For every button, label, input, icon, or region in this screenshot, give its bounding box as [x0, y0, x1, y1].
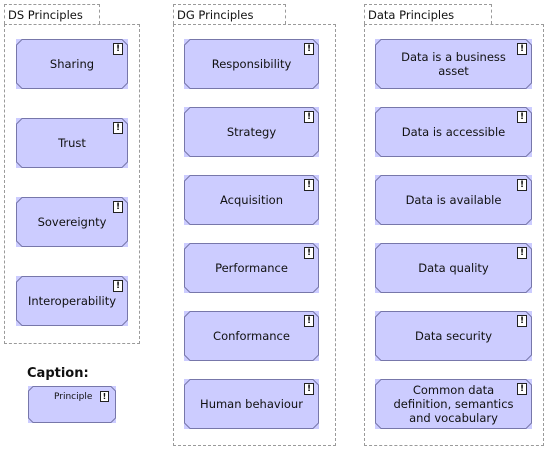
principle-trust[interactable]: Trust ! — [16, 118, 128, 168]
group-title: DS Principles — [4, 4, 100, 24]
principle-shape — [375, 243, 532, 293]
principle-label: Performance — [215, 261, 288, 275]
principle-label: Trust — [58, 136, 86, 150]
principle-human-behaviour[interactable]: Human behaviour ! — [184, 379, 319, 429]
exclamation-box-icon: ! — [304, 43, 314, 55]
exclamation-box-icon: ! — [304, 315, 314, 327]
principle-sovereignty[interactable]: Sovereignty ! — [16, 197, 128, 247]
exclamation-box-icon: ! — [304, 111, 314, 123]
principle-label: Responsibility — [211, 57, 292, 71]
exclamation-box-icon: ! — [304, 247, 314, 259]
caption-title: Caption: — [27, 366, 89, 381]
principle-performance[interactable]: Performance ! — [184, 243, 319, 293]
principle-strategy[interactable]: Strategy ! — [184, 107, 319, 157]
exclamation-box-icon: ! — [113, 280, 123, 292]
group-frame — [4, 24, 140, 344]
principle-data-security[interactable]: Data security ! — [375, 311, 532, 361]
group-frame — [364, 24, 544, 446]
principle-shape — [16, 197, 128, 247]
exclamation-box-icon: ! — [517, 315, 527, 327]
group-data-principles: Data Principles — [364, 4, 544, 446]
principle-shape — [16, 276, 128, 326]
principle-data-business-asset[interactable]: Data is a business asset ! — [375, 39, 532, 89]
group-title: Data Principles — [364, 4, 492, 24]
group-title: DG Principles — [173, 4, 286, 24]
principle-interoperability[interactable]: Interoperability ! — [16, 276, 128, 326]
principle-data-quality[interactable]: Data quality ! — [375, 243, 532, 293]
exclamation-box-icon: ! — [517, 111, 527, 123]
caption-principle-legend: Principle ! — [28, 386, 116, 423]
principle-label: Common data definition, semantics and vo… — [393, 383, 514, 425]
principle-shape — [375, 107, 532, 157]
principle-conformance[interactable]: Conformance ! — [184, 311, 319, 361]
principle-label: Sharing — [49, 57, 95, 71]
principle-shape — [184, 175, 319, 225]
exclamation-box-icon: ! — [113, 201, 123, 213]
principle-shape — [375, 311, 532, 361]
principle-label: Data security — [414, 329, 493, 343]
principle-label: Data quality — [418, 261, 489, 275]
principle-responsibility[interactable]: Responsibility ! — [184, 39, 319, 89]
exclamation-box-icon: ! — [517, 383, 527, 395]
principle-shape — [375, 379, 532, 429]
principle-shape — [375, 39, 532, 89]
principle-label: Strategy — [226, 125, 277, 139]
group-ds-principles: DS Principles — [4, 4, 140, 344]
principle-common-data-definition[interactable]: Common data definition, semantics and vo… — [375, 379, 532, 429]
principle-label: Interoperability — [27, 294, 117, 308]
principle-shape — [184, 39, 319, 89]
principle-label: Data is accessible — [401, 125, 506, 139]
principle-data-accessible[interactable]: Data is accessible ! — [375, 107, 532, 157]
principle-shape — [16, 39, 128, 89]
caption-label: Principle — [54, 392, 93, 402]
principle-label: Acquisition — [220, 193, 283, 207]
exclamation-box-icon: ! — [304, 179, 314, 191]
group-frame — [173, 24, 336, 446]
exclamation-box-icon: ! — [517, 179, 527, 191]
principle-shape — [184, 311, 319, 361]
principle-shape — [184, 107, 319, 157]
principle-label: Human behaviour — [200, 397, 303, 411]
principle-label: Data is a business asset — [401, 50, 506, 78]
principle-shape — [28, 386, 116, 423]
principle-shape — [375, 175, 532, 225]
principle-sharing[interactable]: Sharing ! — [16, 39, 128, 89]
principle-shape — [16, 118, 128, 168]
principle-label: Data is available — [405, 193, 502, 207]
principle-acquisition[interactable]: Acquisition ! — [184, 175, 319, 225]
exclamation-box-icon: ! — [100, 391, 109, 402]
principle-shape — [184, 243, 319, 293]
group-dg-principles: DG Principles — [173, 4, 336, 446]
exclamation-box-icon: ! — [517, 43, 527, 55]
principle-label: Sovereignty — [37, 215, 107, 229]
principle-data-available[interactable]: Data is available ! — [375, 175, 532, 225]
exclamation-box-icon: ! — [517, 247, 527, 259]
principle-shape — [184, 379, 319, 429]
principle-label: Conformance — [213, 329, 290, 343]
exclamation-box-icon: ! — [113, 122, 123, 134]
exclamation-box-icon: ! — [304, 383, 314, 395]
exclamation-box-icon: ! — [113, 43, 123, 55]
